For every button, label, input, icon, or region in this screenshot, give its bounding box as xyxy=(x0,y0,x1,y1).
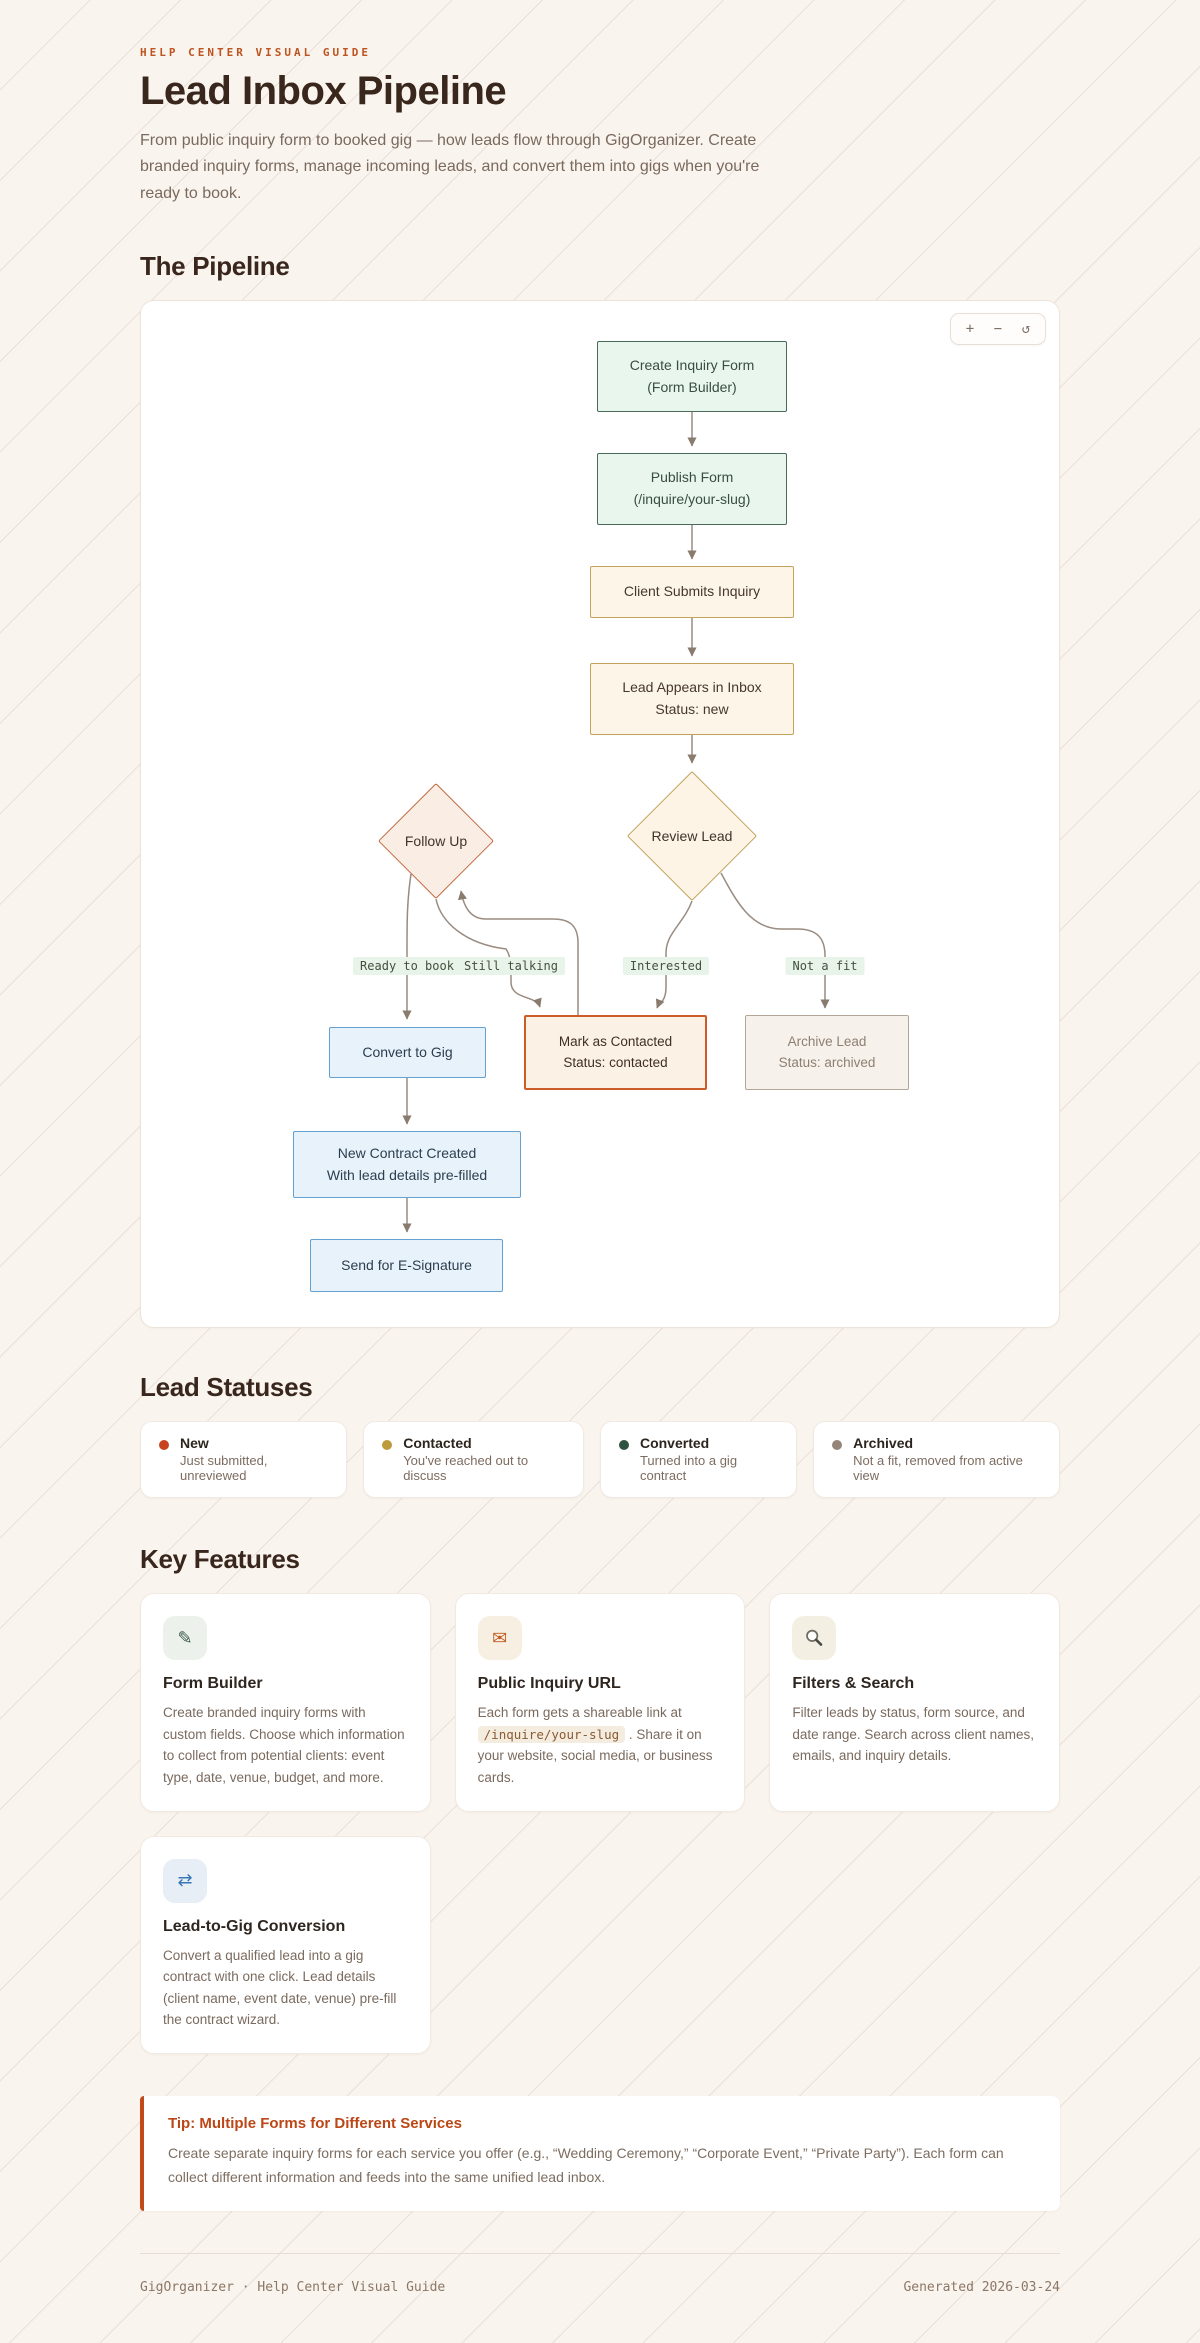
feature-card-form-builder: ✎ Form Builder Create branded inquiry fo… xyxy=(140,1593,431,1812)
tip-body: Create separate inquiry forms for each s… xyxy=(168,2144,1004,2186)
zoom-controls: + − ↺ xyxy=(950,313,1046,346)
node-client-submits-inquiry: Client Submits Inquiry xyxy=(590,566,794,619)
feature-card-lead-to-gig: ⇄ Lead-to-Gig Conversion Convert a quali… xyxy=(140,1835,431,2054)
node-new-contract-created: New Contract Created With lead details p… xyxy=(293,1131,521,1199)
search-icon xyxy=(792,1616,837,1661)
footer-generated-date: Generated 2026-03-24 xyxy=(903,2279,1060,2295)
statuses-heading: Lead Statuses xyxy=(140,1372,313,1403)
swap-icon: ⇄ xyxy=(163,1858,207,1903)
edge-label-not-a-fit: Not a fit xyxy=(785,957,865,976)
status-card-converted: Converted Turned into a gig contract xyxy=(599,1421,798,1499)
status-cards: New Just submitted, unreviewed Contacted… xyxy=(140,1421,1061,1499)
node-create-inquiry-form: Create Inquiry Form (Form Builder) xyxy=(597,341,787,413)
inquiry-url-code: /inquire/your-slug xyxy=(477,1725,626,1743)
feature-cards: ✎ Form Builder Create branded inquiry fo… xyxy=(140,1593,1060,2054)
page: HELP CENTER VISUAL GUIDE Lead Inbox Pipe… xyxy=(140,0,1061,2343)
node-publish-form: Publish Form (/inquire/your-slug) xyxy=(597,453,787,526)
zoom-in-button[interactable]: + xyxy=(957,317,983,341)
status-dot-new xyxy=(159,1440,169,1451)
node-lead-appears-inbox: Lead Appears in Inbox Status: new xyxy=(590,663,794,736)
footer-brand: GigOrganizer · Help Center Visual Guide xyxy=(140,2279,446,2295)
status-dot-contacted xyxy=(382,1440,393,1451)
pipeline-canvas[interactable]: + − ↺ xyxy=(140,300,1060,1329)
node-review-lead-decision: Review Lead xyxy=(626,771,758,902)
pencil-icon: ✎ xyxy=(163,1616,207,1661)
node-follow-up-decision: Follow Up xyxy=(378,783,494,900)
edge-label-ready-to-book: Ready to book xyxy=(353,957,461,976)
footer: GigOrganizer · Help Center Visual Guide … xyxy=(140,2252,1060,2295)
envelope-icon: ✉ xyxy=(477,1616,522,1661)
node-archive-lead: Archive Lead Status: archived xyxy=(745,1015,909,1091)
page-description: From public inquiry form to booked gig —… xyxy=(140,132,760,202)
node-mark-as-contacted: Mark as Contacted Status: contacted xyxy=(524,1015,707,1091)
status-card-contacted: Contacted You've reached out to discuss xyxy=(363,1421,584,1499)
status-card-new: New Just submitted, unreviewed xyxy=(140,1421,348,1499)
tip-callout: Tip: Multiple Forms for Different Servic… xyxy=(140,2095,1060,2211)
reset-view-button[interactable]: ↺ xyxy=(1013,317,1039,341)
node-send-for-esignature: Send for E-Signature xyxy=(310,1239,503,1293)
feature-card-filters-search: Filters & Search Filter leads by status,… xyxy=(769,1593,1060,1812)
eyebrow: HELP CENTER VISUAL GUIDE xyxy=(140,46,371,59)
status-card-archived: Archived Not a fit, removed from active … xyxy=(813,1421,1061,1499)
node-convert-to-gig: Convert to Gig xyxy=(329,1027,486,1079)
edge-label-still-talking: Still talking xyxy=(457,957,565,976)
features-heading: Key Features xyxy=(140,1544,300,1575)
page-title: Lead Inbox Pipeline xyxy=(140,69,507,113)
zoom-out-button[interactable]: − xyxy=(985,317,1011,341)
feature-card-public-inquiry-url: ✉ Public Inquiry URL Each form gets a sh… xyxy=(454,1593,746,1812)
pipeline-heading: The Pipeline xyxy=(140,251,290,282)
edge-label-interested: Interested xyxy=(622,957,710,976)
status-dot-converted xyxy=(618,1440,629,1451)
tip-title: Tip: Multiple Forms for Different Servic… xyxy=(168,2114,462,2132)
status-dot-archived xyxy=(832,1440,843,1451)
